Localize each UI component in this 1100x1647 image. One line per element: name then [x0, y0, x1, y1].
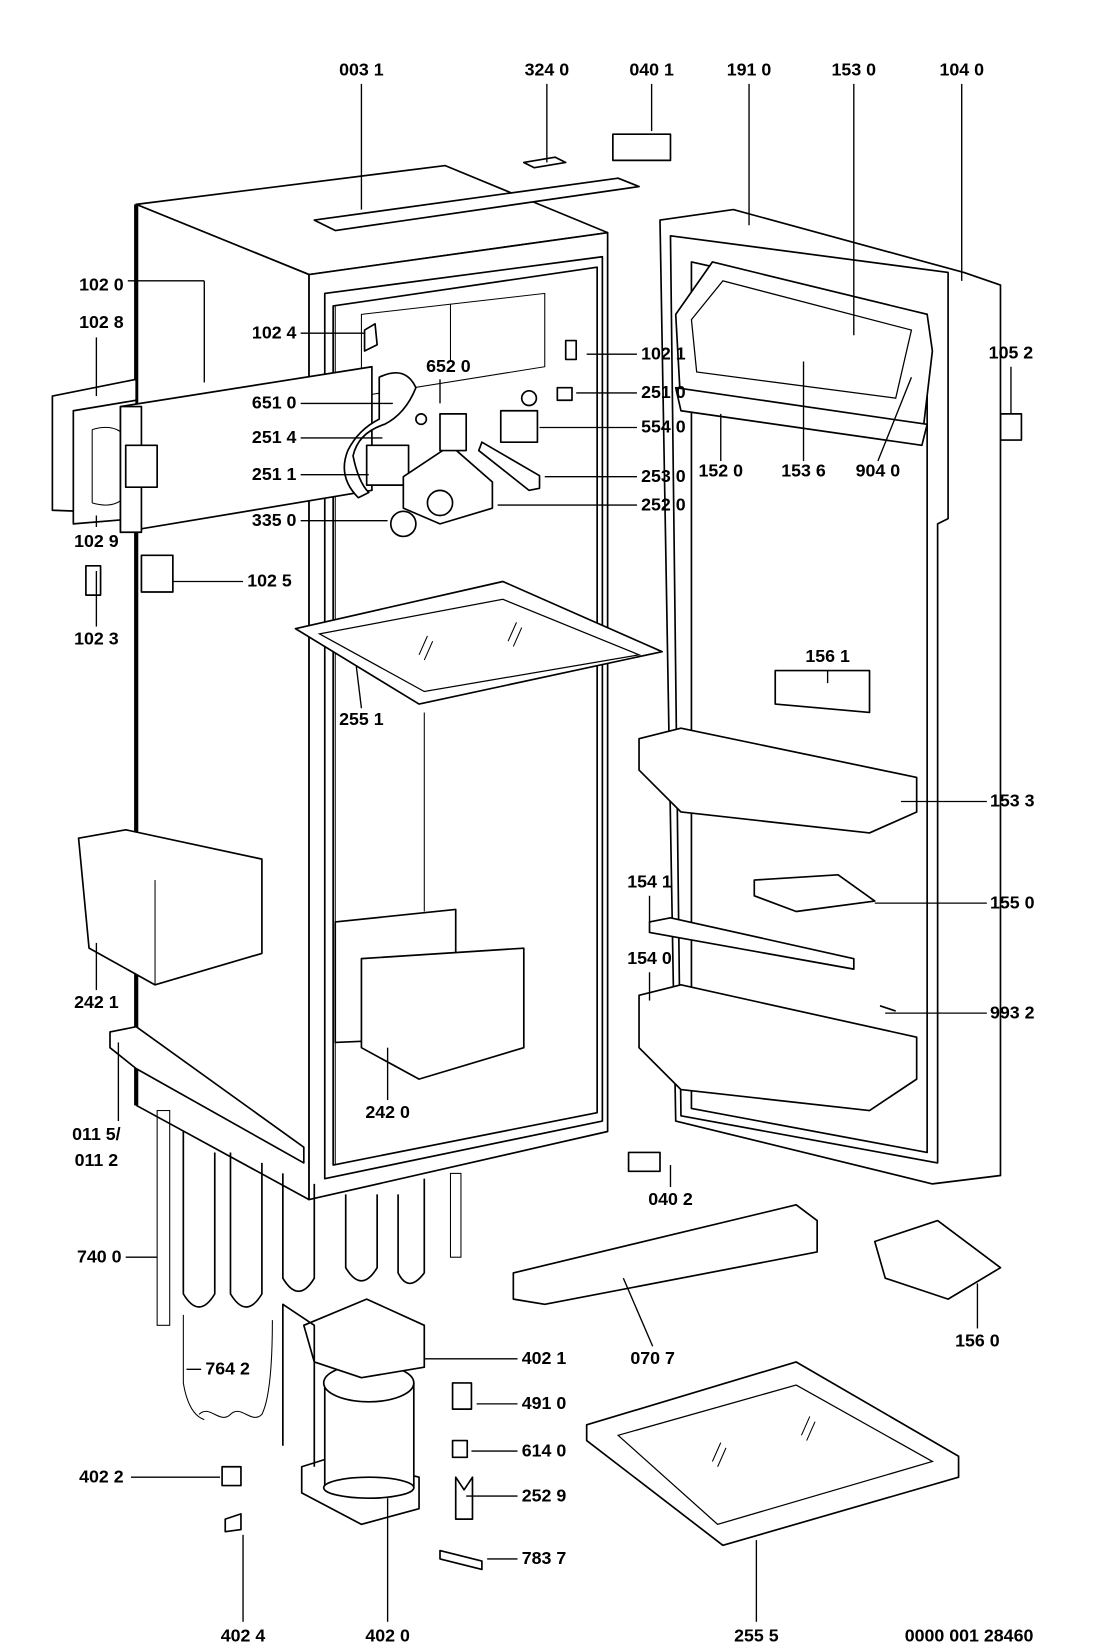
part-label: 251 1 — [252, 464, 297, 484]
part-label: 402 4 — [221, 1626, 266, 1646]
part-label: 152 0 — [698, 461, 743, 481]
part-label: 156 1 — [805, 646, 850, 666]
door — [638, 208, 1002, 1185]
part-label: 255 1 — [339, 709, 384, 729]
part-label: 102 1 — [641, 343, 686, 363]
leader-line — [877, 376, 913, 462]
part-label: 740 0 — [77, 1246, 122, 1266]
part-label: 402 0 — [365, 1626, 410, 1646]
part-label: 253 0 — [641, 466, 686, 486]
part-label: 102 5 — [247, 571, 292, 591]
part-label: 070 7 — [630, 1348, 675, 1368]
part-label: 155 0 — [990, 892, 1035, 912]
part-label: 251 0 — [641, 382, 686, 402]
control-parts — [85, 322, 578, 596]
glass-shelf — [294, 580, 663, 705]
part-label: 255 5 — [734, 1626, 779, 1646]
condenser — [156, 1110, 462, 1326]
bottom-rail — [109, 1025, 305, 1164]
part-label: 040 2 — [648, 1189, 693, 1209]
part-label: 156 0 — [955, 1330, 1000, 1350]
part-label: 491 0 — [522, 1393, 567, 1413]
bottom-glass-shelf — [585, 1361, 960, 1547]
bottle-rack — [648, 916, 855, 970]
part-label: 011 5/ — [72, 1124, 121, 1144]
part-label: 153 0 — [832, 60, 877, 80]
cover-strip — [512, 1203, 818, 1306]
part-label: 402 1 — [522, 1348, 567, 1368]
part-label: 242 1 — [74, 992, 119, 1012]
part-label: 251 4 — [252, 427, 297, 447]
part-label: 993 2 — [990, 1002, 1035, 1022]
loose-parts — [221, 133, 1023, 1571]
part-label: 191 0 — [727, 60, 772, 80]
part-label: 252 9 — [522, 1485, 567, 1505]
leader-lines — [95, 83, 1012, 1622]
part-label: 102 4 — [252, 322, 297, 342]
part-label: 153 6 — [781, 461, 826, 481]
top-rail — [313, 177, 640, 232]
part-label: 102 9 — [74, 531, 119, 551]
part-label: 651 0 — [252, 393, 297, 413]
part-label: 904 0 — [856, 461, 901, 481]
part-label: 154 1 — [627, 871, 672, 891]
part-label: 102 3 — [74, 628, 119, 648]
drawing-number: 0000 001 28460 — [905, 1626, 1034, 1646]
crisper-drawers — [77, 828, 525, 1080]
part-label: 105 2 — [989, 342, 1034, 362]
leader-line — [622, 1277, 654, 1347]
part-label: 011 2 — [75, 1150, 119, 1170]
part-label: 764 2 — [205, 1359, 250, 1379]
part-label: 153 3 — [990, 791, 1035, 811]
part-label: 554 0 — [641, 417, 686, 437]
door-bin-upper — [638, 727, 918, 834]
part-label: 040 1 — [629, 60, 674, 80]
part-label: 154 0 — [627, 948, 672, 968]
compressor — [182, 1298, 426, 1526]
part-label: 614 0 — [522, 1440, 567, 1460]
part-label: 324 0 — [525, 60, 570, 80]
part-label: 242 0 — [365, 1102, 410, 1122]
egg-tray — [753, 873, 876, 913]
part-label: 783 7 — [522, 1548, 567, 1568]
leader-line — [355, 665, 363, 709]
part-label: 402 2 — [79, 1466, 124, 1486]
ice-tray — [873, 1219, 1002, 1300]
part-label: 104 0 — [939, 60, 984, 80]
part-label: 652 0 — [426, 356, 471, 376]
part-label: 102 0 — [79, 274, 124, 294]
part-labels: 003 1 324 0 040 1 191 0 153 0 104 0 102 0 102 8… — [72, 60, 1035, 1646]
part-label: 335 0 — [252, 510, 297, 530]
part-label: 252 0 — [641, 494, 686, 514]
part-label: 102 8 — [79, 312, 124, 332]
door-bin-lower — [638, 983, 918, 1112]
part-label: 003 1 — [339, 60, 384, 80]
freezer-flap — [51, 365, 373, 534]
